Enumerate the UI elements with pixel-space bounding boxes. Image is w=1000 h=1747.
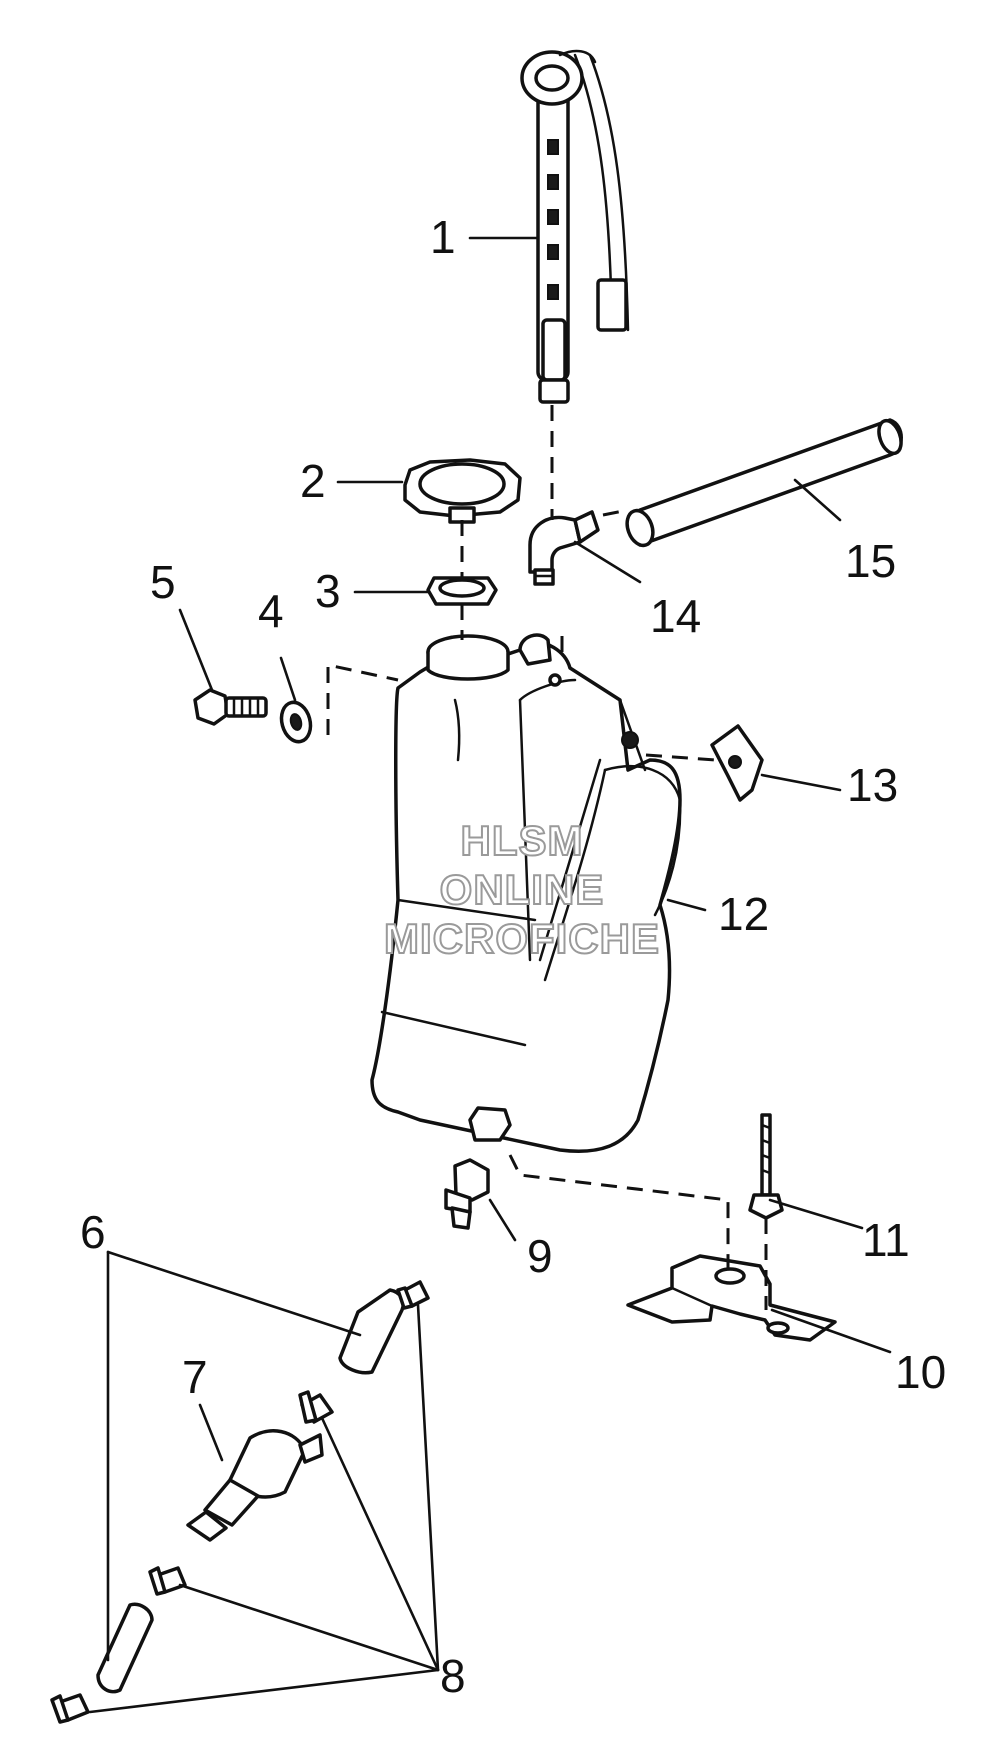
washer-part xyxy=(279,700,313,744)
watermark-line-1: HLSM xyxy=(461,817,584,864)
hose-part xyxy=(625,418,903,548)
clip-part xyxy=(710,724,764,802)
callout-14: 14 xyxy=(650,590,701,642)
drain-fitting-part xyxy=(444,1158,490,1230)
callout-labels: 1 2 3 4 5 6 7 8 9 10 11 12 13 14 15 xyxy=(80,211,946,1702)
reservoir-tank-part xyxy=(370,633,682,1153)
callout-15: 15 xyxy=(845,535,896,587)
dipstick-part xyxy=(520,49,630,404)
callout-5: 5 xyxy=(150,556,176,608)
callout-7: 7 xyxy=(182,1351,208,1403)
callout-2: 2 xyxy=(300,455,326,507)
callout-6: 6 xyxy=(80,1206,106,1258)
callout-9: 9 xyxy=(527,1230,553,1282)
callout-4: 4 xyxy=(258,585,284,637)
mounting-bracket-part xyxy=(626,1254,837,1342)
callout-12: 12 xyxy=(718,888,769,940)
callout-10: 10 xyxy=(895,1346,946,1398)
assembly-lines xyxy=(326,405,768,1310)
callout-11: 11 xyxy=(862,1214,910,1266)
watermark-line-2: ONLINE xyxy=(440,866,605,913)
watermark-line-3: MICROFICHE xyxy=(384,915,660,962)
callout-8: 8 xyxy=(440,1650,466,1702)
callout-13: 13 xyxy=(847,759,898,811)
elbow-fitting-part xyxy=(528,510,600,586)
callout-1: 1 xyxy=(430,211,456,263)
leader-lines xyxy=(88,236,892,1714)
filler-cap-part xyxy=(403,458,522,524)
filter-assembly-part xyxy=(50,1280,430,1724)
bolt-part xyxy=(193,688,268,726)
seal-ring-part xyxy=(426,576,498,606)
callout-3: 3 xyxy=(315,565,341,617)
watermark: HLSM ONLINE MICROFICHE xyxy=(383,816,660,963)
